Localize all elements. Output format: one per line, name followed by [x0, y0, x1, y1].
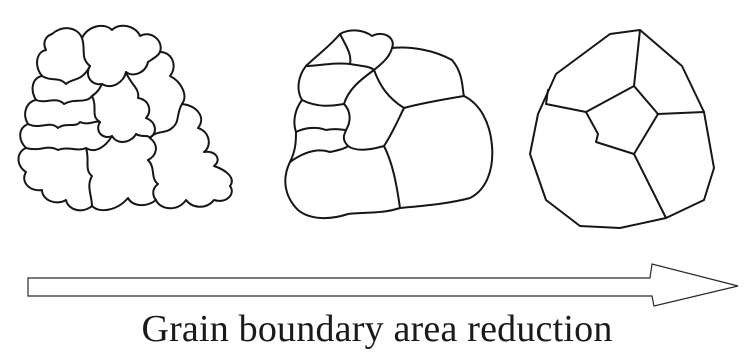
grain-cluster-initial-boundary-1	[82, 38, 160, 86]
grain-cluster-intermediate-boundary-4	[374, 70, 464, 108]
figure-caption: Grain boundary area reduction	[0, 306, 746, 352]
grain-cluster-initial-boundary-8	[86, 148, 92, 206]
grain-cluster-initial-outline	[19, 26, 232, 211]
grain-cluster-final	[530, 30, 714, 228]
grain-cluster-intermediate-outline	[285, 30, 492, 218]
grain-cluster-initial-boundary-6	[28, 122, 100, 128]
grain-cluster-initial	[19, 26, 232, 211]
grain-cluster-initial-boundary-9	[148, 160, 158, 200]
grain-cluster-intermediate-boundary-6	[344, 108, 404, 150]
grain-cluster-initial-boundary-5	[92, 96, 150, 142]
grain-cluster-initial-boundary-2	[42, 66, 90, 84]
grain-cluster-intermediate-boundary-8	[290, 146, 348, 162]
grain-cluster-initial-boundary-3	[36, 84, 102, 104]
grain-cluster-intermediate-boundary-5	[302, 100, 344, 106]
grain-cluster-intermediate-boundary-2	[306, 63, 350, 66]
grain-cluster-final-boundary-4	[634, 154, 666, 218]
grain-cluster-initial-boundary-4	[126, 72, 156, 160]
grain-cluster-intermediate-boundary-3	[344, 70, 374, 130]
grain-cluster-intermediate	[285, 30, 492, 218]
grain-cluster-intermediate-boundary-7	[296, 128, 346, 132]
grain-cluster-final-boundary-5	[546, 90, 548, 104]
grain-cluster-final-boundary-3	[586, 112, 658, 154]
grain-cluster-intermediate-boundary-9	[384, 146, 400, 208]
direction-arrow	[28, 264, 738, 306]
grain-cluster-initial-boundary-7	[26, 136, 112, 150]
grain-cluster-final-outline	[530, 30, 714, 228]
